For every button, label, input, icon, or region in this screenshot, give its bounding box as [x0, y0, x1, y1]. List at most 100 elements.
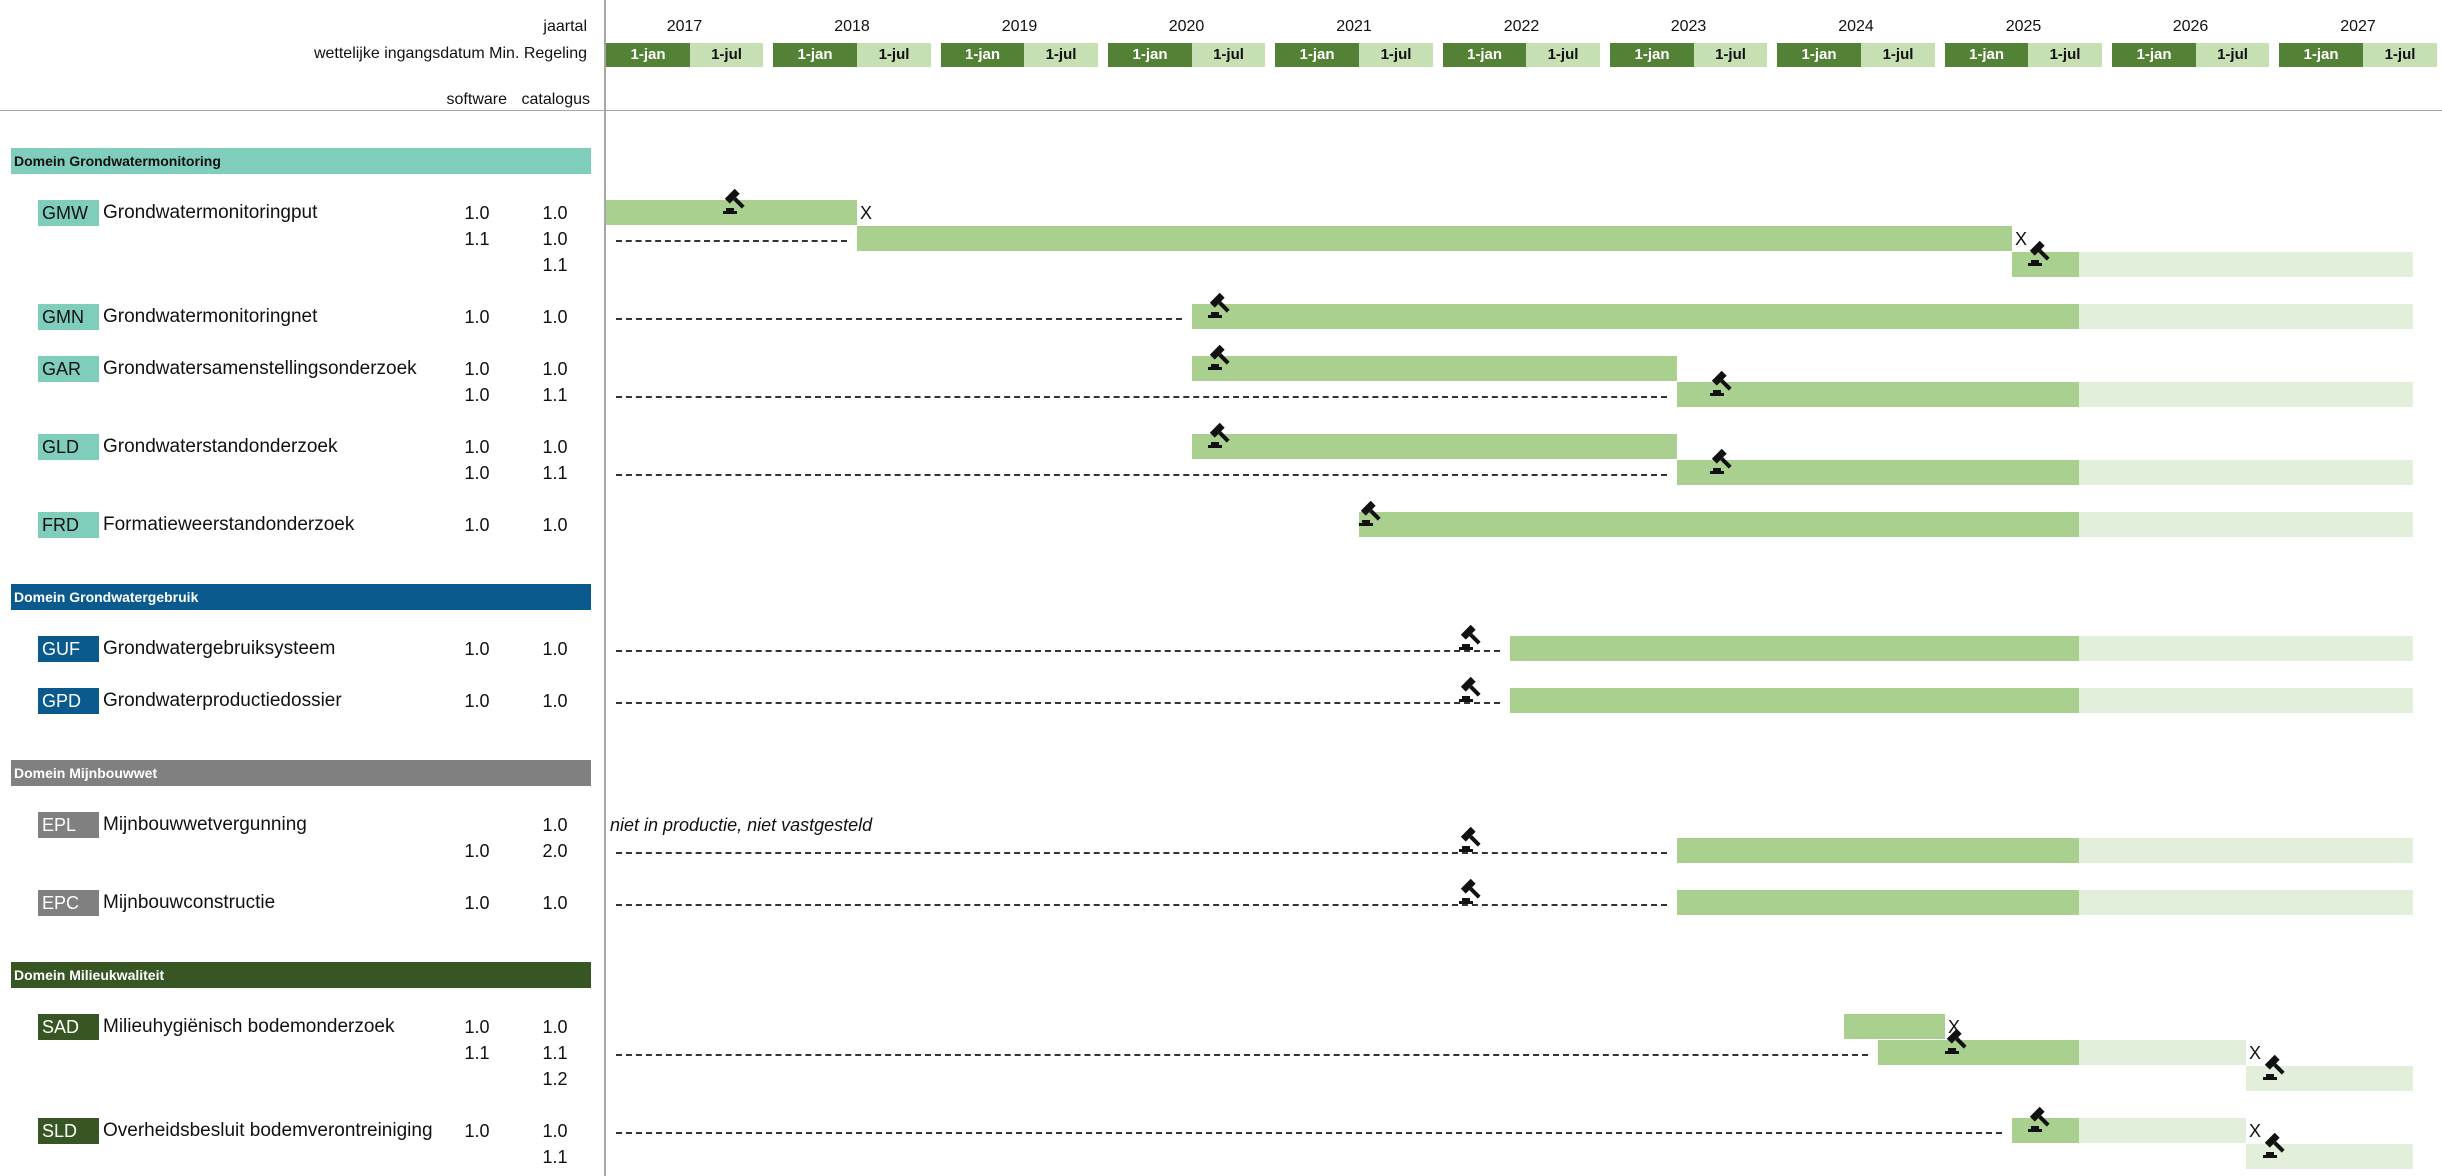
- jan-cell: 1-jan: [773, 43, 857, 67]
- catalogus-version: 2.0: [542, 841, 568, 861]
- domain-header: Domein Milieukwaliteit: [11, 962, 591, 988]
- catalogus-version: 1.0: [542, 639, 568, 659]
- validity-bar: [1844, 1014, 1945, 1039]
- gavel-icon: [1706, 446, 1736, 476]
- software-version: 1.1: [464, 229, 490, 249]
- year-label: 2020: [1168, 18, 1205, 35]
- catalogus-version: 1.1: [542, 463, 568, 483]
- object-name: Grondwatergebruiksysteem: [103, 638, 336, 659]
- planned-dashline: [616, 396, 1667, 398]
- jan-cell: 1-jan: [941, 43, 1024, 67]
- software-label: software: [446, 91, 507, 108]
- jul-cell: 1-jul: [1024, 43, 1098, 67]
- validity-bar: [2079, 1040, 2246, 1065]
- software-version: 1.0: [464, 307, 490, 327]
- gavel-icon: [1455, 876, 1485, 906]
- jan-cell: 1-jan: [1275, 43, 1359, 67]
- jul-cell: 1-jul: [1861, 43, 1935, 67]
- validity-bar: [1510, 636, 2079, 661]
- catalogus-version: 1.0: [542, 229, 568, 249]
- regeling-label: wettelijke ingangsdatum Min. Regeling: [313, 45, 587, 62]
- planned-dashline: [616, 318, 1182, 320]
- object-code-badge: GAR: [38, 356, 99, 382]
- gavel-icon: [1706, 368, 1736, 398]
- validity-bar: [2079, 460, 2413, 485]
- validity-bar: [2079, 688, 2413, 713]
- software-version: 1.0: [464, 385, 490, 405]
- object-name: Grondwatermonitoringnet: [103, 306, 318, 327]
- object-name: Grondwatermonitoringput: [103, 202, 318, 223]
- validity-bar: [2079, 636, 2413, 661]
- gavel-icon: [1455, 674, 1485, 704]
- year-label: 2017: [666, 18, 703, 35]
- validity-bar: [1359, 512, 2079, 537]
- software-version: 1.0: [464, 515, 490, 535]
- gavel-icon: [1204, 420, 1234, 450]
- object-code-badge: EPL: [38, 812, 99, 838]
- year-label: 2027: [2340, 18, 2376, 35]
- object-name: Milieuhygiënisch bodemonderzoek: [103, 1016, 395, 1037]
- validity-bar: [2079, 1118, 2246, 1143]
- catalogus-label: catalogus: [521, 91, 591, 108]
- planned-dashline: [616, 702, 1500, 704]
- year-label: 2022: [1503, 18, 1540, 35]
- validity-bar: [1878, 1040, 2079, 1065]
- catalogus-version: 1.0: [542, 1017, 568, 1037]
- end-x-marker: X: [860, 203, 873, 223]
- gavel-icon: [2259, 1130, 2289, 1160]
- year-label: 2024: [1838, 18, 1874, 35]
- jul-cell: 1-jul: [1526, 43, 1600, 67]
- domain-header: Domein Mijnbouwwet: [11, 760, 591, 786]
- jan-cell: 1-jan: [1610, 43, 1694, 67]
- validity-bar: [1677, 838, 2079, 863]
- object-name: Grondwaterstandonderzoek: [103, 436, 338, 457]
- header-divider: [0, 110, 2442, 111]
- end-x-marker: X: [2249, 1043, 2262, 1063]
- planned-dashline: [616, 474, 1667, 476]
- catalogus-version: 1.0: [542, 437, 568, 457]
- object-code-badge: FRD: [38, 512, 99, 538]
- catalogus-version: 1.0: [542, 815, 568, 835]
- year-label: 2021: [1336, 18, 1372, 35]
- object-name: Formatieweerstandonderzoek: [103, 514, 355, 535]
- year-label: 2026: [2172, 18, 2209, 35]
- validity-bar: [1192, 434, 1677, 459]
- year-label: 2019: [1001, 18, 1038, 35]
- year-label: 2023: [1670, 18, 1707, 35]
- gavel-icon: [2024, 1104, 2054, 1134]
- jan-cell: 1-jan: [1777, 43, 1861, 67]
- software-version: 1.0: [464, 1121, 490, 1141]
- object-code-badge: GPD: [38, 688, 99, 714]
- jan-cell: 1-jan: [1443, 43, 1526, 67]
- gavel-icon: [1455, 824, 1485, 854]
- column-divider: [604, 0, 606, 1176]
- validity-bar: [2079, 252, 2413, 277]
- software-version: 1.0: [464, 203, 490, 223]
- software-version: 1.0: [464, 639, 490, 659]
- planned-dashline: [616, 852, 1667, 854]
- planned-dashline: [616, 650, 1500, 652]
- object-name: Overheidsbesluit bodemverontreiniging: [103, 1120, 433, 1141]
- domain-header: Domein Grondwatermonitoring: [11, 148, 591, 174]
- software-version: 1.1: [464, 1043, 490, 1063]
- gavel-icon: [2024, 238, 2054, 268]
- software-version: 1.0: [464, 1017, 490, 1037]
- planned-dashline: [616, 904, 1667, 906]
- validity-bar: [857, 226, 2012, 251]
- gavel-icon: [1204, 342, 1234, 372]
- object-name: Mijnbouwconstructie: [103, 892, 276, 913]
- object-name: Mijnbouwwetvergunning: [103, 814, 307, 835]
- software-version: 1.0: [464, 841, 490, 861]
- object-code-badge: EPC: [38, 890, 99, 916]
- jan-cell: 1-jan: [1945, 43, 2028, 67]
- catalogus-version: 1.0: [542, 1121, 568, 1141]
- jan-cell: 1-jan: [2279, 43, 2363, 67]
- object-code-badge: GLD: [38, 434, 99, 460]
- validity-bar: [1677, 890, 2079, 915]
- jul-cell: 1-jul: [690, 43, 763, 67]
- end-x-marker: X: [2249, 1121, 2262, 1141]
- catalogus-version: 1.1: [542, 255, 568, 275]
- validity-bar: [2079, 838, 2413, 863]
- planned-dashline: [616, 1132, 2002, 1134]
